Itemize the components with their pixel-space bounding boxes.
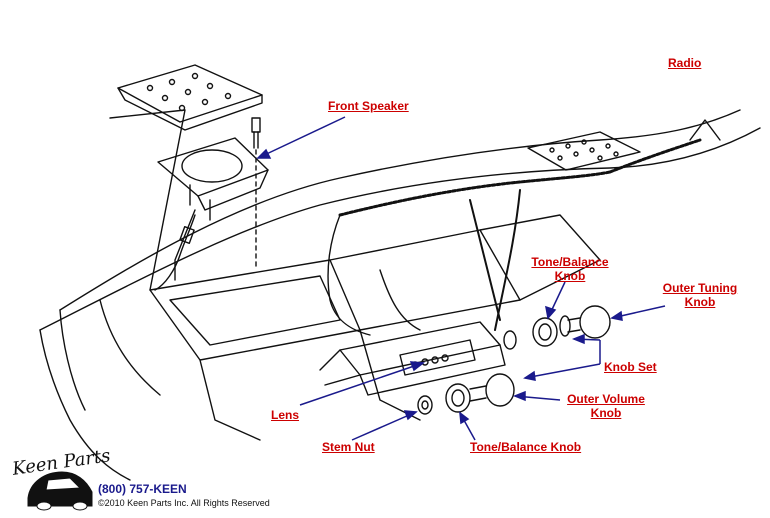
arrow-stem-nut	[351, 411, 417, 441]
label-radio[interactable]: Radio	[668, 56, 702, 70]
keen-parts-logo-car	[27, 471, 93, 511]
speaker-bolt	[251, 117, 261, 133]
arrow-front-speaker	[257, 116, 346, 159]
label-outer-volume-knob-line1: Outer Volume	[567, 392, 645, 406]
label-front-speaker[interactable]: Front Speaker	[328, 99, 409, 113]
phone-number: (800) 757-KEEN	[98, 482, 187, 496]
label-lens[interactable]: Lens	[271, 408, 300, 422]
label-tone-balance-knob-bottom[interactable]: Tone/Balance Knob	[470, 440, 582, 454]
label-tone-balance-knob-top-line1: Tone/Balance	[531, 255, 609, 269]
arrow-lens	[299, 362, 424, 406]
speaker-wire	[154, 214, 196, 291]
dash-upper-edge	[39, 127, 761, 331]
tone-balance-knob-top-shape	[532, 317, 558, 347]
copyright-text: ©2010 Keen Parts Inc. All Rights Reserve…	[98, 498, 270, 508]
inner-knob-stem	[503, 330, 517, 350]
dash-top-line	[59, 109, 741, 311]
label-outer-tuning-knob[interactable]: Outer Tuning Knob	[658, 281, 742, 309]
label-tone-balance-knob-top[interactable]: Tone/Balance Knob	[528, 255, 612, 283]
label-outer-tuning-knob-line2: Knob	[684, 295, 716, 309]
arrow-knob-set-lower	[524, 363, 601, 379]
outer-tuning-knob-shape	[579, 305, 611, 339]
stem-nut-shape	[417, 395, 433, 415]
dash-left-curve	[39, 329, 131, 481]
outer-volume-knob-shape	[485, 373, 515, 407]
tone-balance-knob-bottom-shape	[445, 383, 471, 413]
label-outer-volume-knob-line2: Knob	[590, 406, 622, 420]
label-knob-set[interactable]: Knob Set	[604, 360, 657, 374]
label-tone-balance-knob-top-line2: Knob	[554, 269, 586, 283]
right-speaker-grille	[527, 131, 641, 171]
label-outer-volume-knob[interactable]: Outer Volume Knob	[562, 392, 650, 420]
label-outer-tuning-knob-line1: Outer Tuning	[662, 281, 738, 295]
wire-harness	[338, 170, 612, 217]
label-stem-nut[interactable]: Stem Nut	[322, 440, 375, 454]
